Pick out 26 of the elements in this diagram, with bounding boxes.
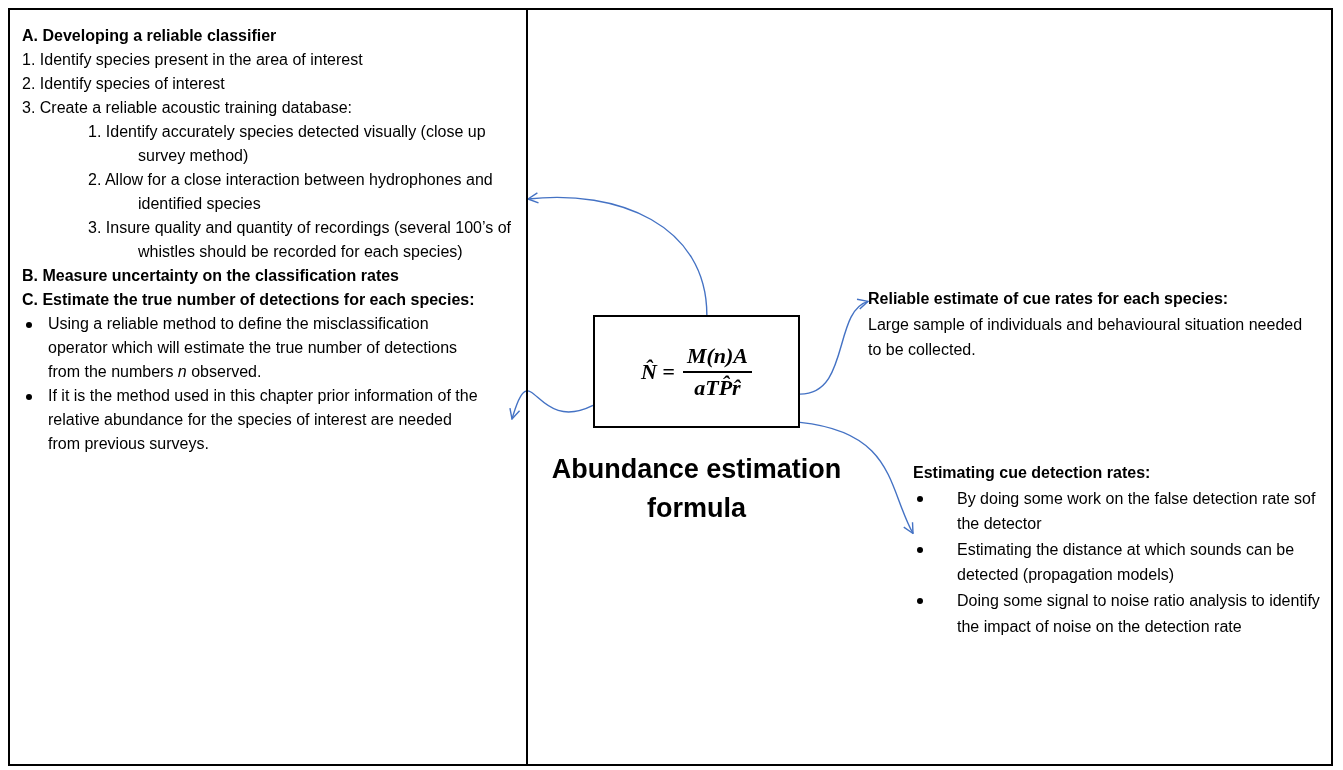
sub-list-item: 1. Identify accurately species detected visually (close up survey method) <box>88 122 487 166</box>
denominator: aTP̂r̂ <box>694 373 741 401</box>
heading: C. Estimate the true number of detections for each species: <box>22 290 476 310</box>
arrow <box>799 300 869 395</box>
formula-box <box>593 315 800 428</box>
formula-term: N̂ = <box>640 358 675 385</box>
list-item: 3. Create a reliable acoustic training database: <box>22 98 353 118</box>
paragraph: Large sample of individuals and behavioural situation needed to be collected. <box>868 314 1304 361</box>
bullet-item: Estimating the distance at which sounds can be detected (propagation models) <box>913 536 1323 588</box>
numerator: M(n)A <box>682 342 753 373</box>
bullet-item: Using a reliable method to define the misclassification operator which will estimate the true number of detections from the numbers n observed. <box>22 312 482 384</box>
arrow <box>509 390 594 420</box>
arrow <box>527 192 708 316</box>
list-item: 2. Identify species of interest <box>22 74 226 94</box>
bullet-item: Doing some signal to noise ratio analysis to identify the impact of noise on the detection rate <box>913 587 1323 640</box>
heading: Reliable estimate of cue rates for each species: <box>868 289 1230 309</box>
heading: A. Developing a reliable classifier <box>22 26 278 46</box>
sub-list-item: 3. Insure quality and quantity of recordings (several 100’s of whistles should be recorded for each species) <box>88 218 512 262</box>
list-item: 1. Identify species present in the area of interest <box>22 50 364 70</box>
sub-list-item: 2. Allow for a close interaction between hydrophones and identified species <box>88 170 494 214</box>
heading: B. Measure uncertainty on the classification rates <box>22 266 400 286</box>
bullet-item: If it is the method used in this chapter prior information of the relative abundance for the species of interest are needed from previous surveys. <box>22 384 482 456</box>
bullet-item: By doing some work on the false detection rate sof the detector <box>913 485 1323 537</box>
formula-label: Abundance estimation formula <box>550 453 843 526</box>
heading: Estimating cue detection rates: <box>913 463 1152 483</box>
arrow <box>799 421 914 535</box>
